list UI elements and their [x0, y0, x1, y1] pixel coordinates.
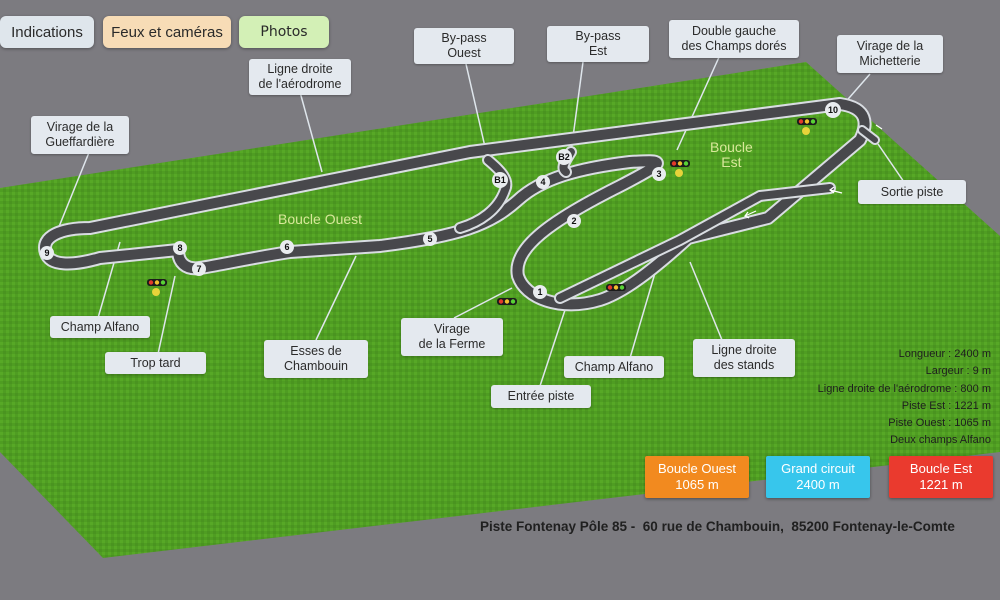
label-virage-micheterie[interactable]: Virage de la Michetterie [837, 35, 943, 73]
marker-2[interactable]: 2 [567, 214, 581, 228]
label-virage-gueffardiere[interactable]: Virage de la Gueffardière [31, 116, 129, 154]
marker-b2[interactable]: B2 [556, 149, 572, 165]
traffic-light-icon [670, 160, 690, 177]
traffic-light-icon [797, 118, 817, 135]
direction-arrows [744, 124, 883, 219]
marker-4[interactable]: 4 [536, 175, 550, 189]
traffic-light-icon [147, 279, 167, 296]
label-double-gauche[interactable]: Double gauche des Champs dorés [669, 20, 799, 58]
marker-label: 6 [284, 242, 289, 252]
label-ligne-stands[interactable]: Ligne droite des stands [693, 339, 795, 377]
address-footer: Piste Fontenay Pôle 85 - 60 rue de Chamb… [480, 519, 955, 534]
tab-indications[interactable]: Indications [0, 16, 94, 48]
marker-1[interactable]: 1 [533, 285, 547, 299]
stat-ligne-aerodrome: Ligne droite de l'aérodrome : 800 m [817, 382, 991, 395]
marker-label: 9 [44, 248, 49, 258]
marker-b1[interactable]: B1 [492, 172, 508, 188]
circuit-stats: Longueur : 2400 m Largeur : 9 m Ligne dr… [818, 346, 991, 450]
boucle-ouest-button[interactable]: Boucle Ouest 1065 m [645, 456, 749, 498]
label-sortie-piste[interactable]: Sortie piste [858, 180, 966, 204]
marker-label: 5 [427, 234, 432, 244]
marker-9[interactable]: 9 [40, 246, 54, 260]
label-virage-ferme[interactable]: Virage de la Ferme [401, 318, 503, 356]
marker-label: 3 [656, 169, 661, 179]
marker-label: 4 [540, 177, 545, 187]
tab-photos[interactable]: Photos [239, 16, 329, 48]
marker-10[interactable]: 10 [825, 102, 841, 118]
traffic-light-icon [606, 284, 626, 291]
marker-5[interactable]: 5 [423, 232, 437, 246]
zone-boucle-ouest: Boucle Ouest [278, 211, 363, 227]
marker-6[interactable]: 6 [280, 240, 294, 254]
label-champ-alfano-ouest[interactable]: Champ Alfano [50, 316, 150, 338]
label-entree-piste[interactable]: Entrée piste [491, 385, 591, 408]
label-trop-tard[interactable]: Trop tard [105, 352, 206, 374]
marker-label: 8 [177, 243, 182, 253]
marker-3[interactable]: 3 [652, 167, 666, 181]
grand-circuit-button[interactable]: Grand circuit 2400 m [766, 456, 870, 498]
label-bypass-est[interactable]: By-pass Est [547, 26, 649, 62]
boucle-est-button[interactable]: Boucle Est 1221 m [889, 456, 993, 498]
label-champ-alfano-est[interactable]: Champ Alfano [564, 356, 664, 378]
label-esses-chambouin[interactable]: Esses de Chambouin [264, 340, 368, 378]
marker-7[interactable]: 7 [192, 262, 206, 276]
stat-longueur: Longueur : 2400 m [898, 348, 991, 360]
marker-8[interactable]: 8 [173, 241, 187, 255]
tab-feux-cameras[interactable]: Feux et caméras [103, 16, 231, 48]
grass-field [0, 62, 1000, 558]
label-ligne-aerodrome[interactable]: Ligne droite de l'aérodrome [249, 59, 351, 95]
stat-largeur: Largeur : 9 m [925, 365, 991, 378]
marker-label: 10 [828, 105, 838, 115]
traffic-light-icon [497, 298, 517, 305]
marker-label: B2 [558, 152, 570, 162]
marker-label: 7 [196, 264, 201, 274]
stat-champs-alfano: Deux champs Alfano [890, 434, 991, 447]
label-bypass-ouest[interactable]: By-pass Ouest [414, 28, 514, 64]
marker-label: B1 [494, 175, 506, 185]
corner-markers: 1 2 3 4 5 6 7 8 9 10 B1 B2 [40, 102, 841, 299]
marker-label: 1 [537, 287, 542, 297]
marker-label: 2 [571, 216, 576, 226]
stat-piste-ouest: Piste Ouest : 1065 m [888, 417, 991, 430]
traffic-lights [147, 118, 817, 305]
stat-piste-est: Piste Est : 1221 m [901, 399, 991, 412]
zone-boucle-est: Boucle Est [710, 139, 753, 170]
